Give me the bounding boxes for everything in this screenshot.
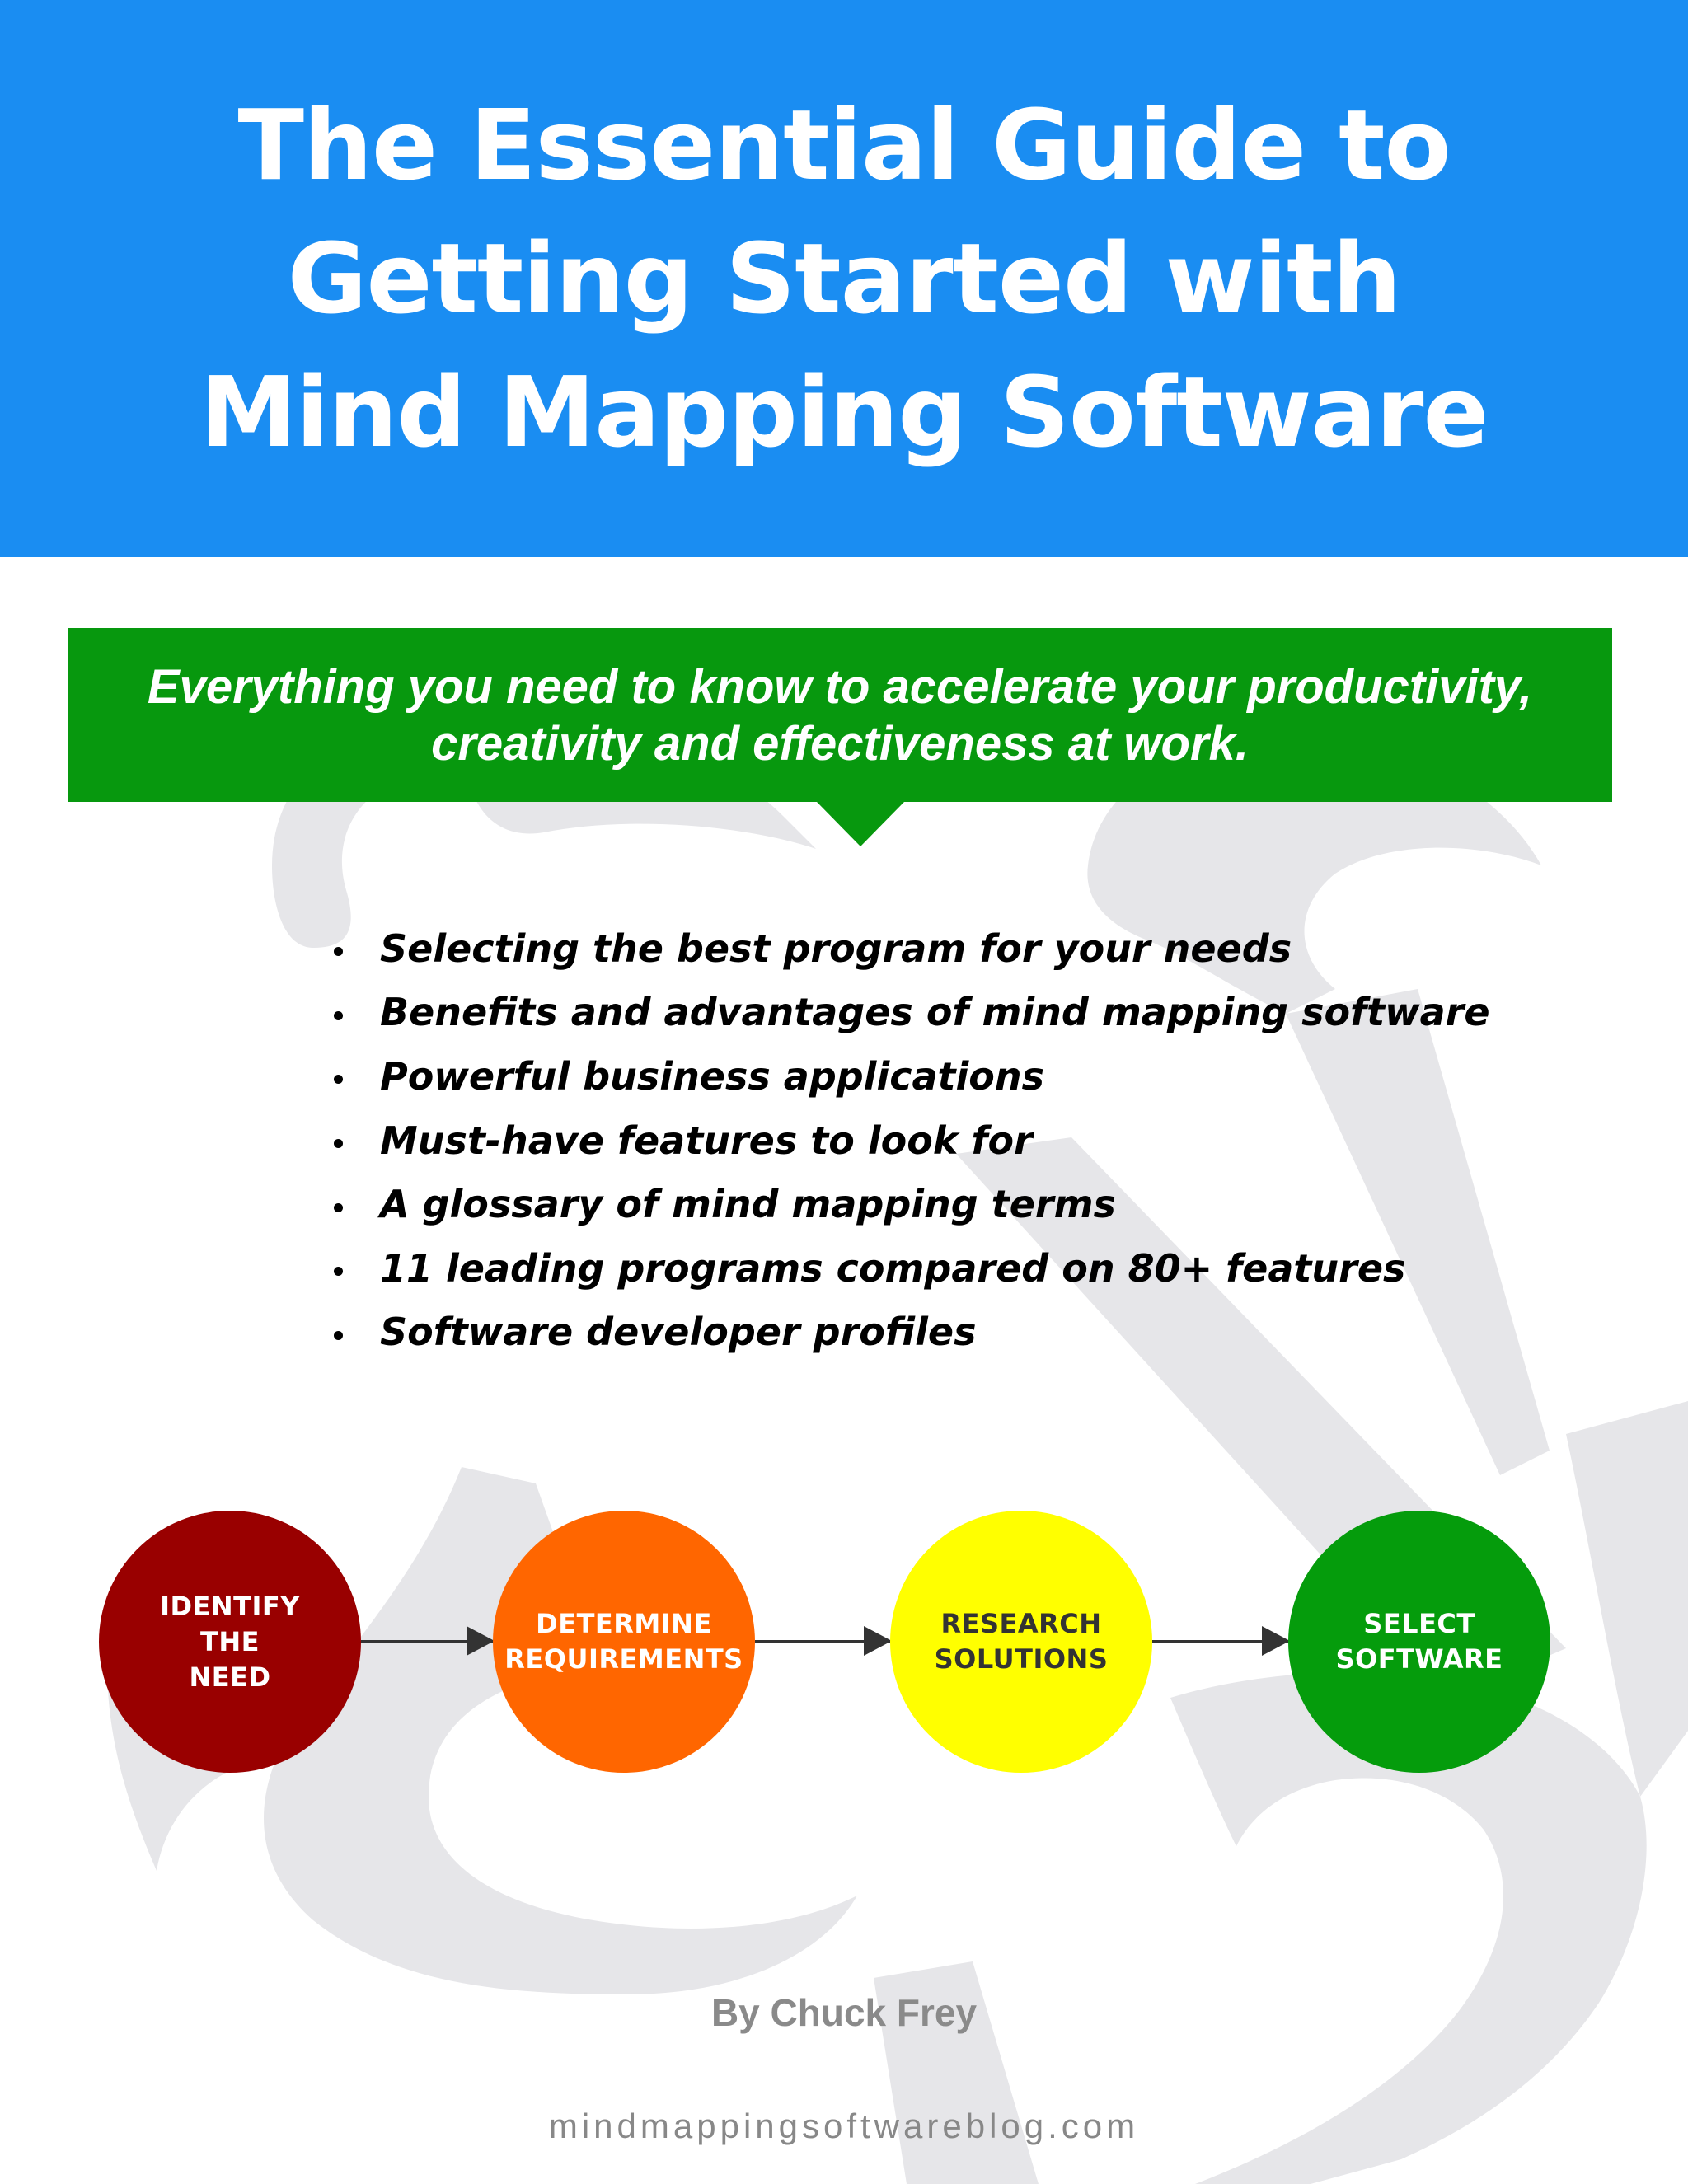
subtitle-line-1: Everything you need to know to accelerat… xyxy=(147,659,1533,714)
website-url: mindmappingsoftwareblog.com xyxy=(548,2107,1140,2145)
bullet-icon xyxy=(334,947,343,957)
step-circle-determine-requirements: DETERMINE REQUIREMENTS xyxy=(493,1511,755,1773)
list-item-text: Selecting the best program for your need… xyxy=(380,926,1292,971)
list-item-text: Powerful business applications xyxy=(380,1053,1045,1099)
list-item-text: Software developer profiles xyxy=(380,1310,977,1355)
author-byline: By Chuck Frey xyxy=(710,1991,978,2034)
step-circle-research-solutions: RESEARCH SOLUTIONS xyxy=(890,1511,1152,1773)
list-item: 11 leading programs compared on 80+ feat… xyxy=(326,1236,1490,1301)
step-label: IDENTIFY THE NEED xyxy=(160,1590,300,1693)
step-label: SELECT SOFTWARE xyxy=(1335,1608,1503,1675)
step-label: RESEARCH SOLUTIONS xyxy=(934,1608,1109,1675)
list-item: Benefits and advantages of mind mapping … xyxy=(326,981,1490,1045)
subtitle-banner: Everything you need to know to accelerat… xyxy=(68,628,1612,802)
list-item: Selecting the best program for your need… xyxy=(326,916,1490,981)
list-item: Software developer profiles xyxy=(326,1301,1490,1365)
page-title-line-3: Mind Mapping Software xyxy=(199,355,1489,469)
page-title-line-1: The Essential Guide to xyxy=(237,88,1451,202)
bullet-icon xyxy=(334,1010,343,1020)
list-item-text: 11 leading programs compared on 80+ feat… xyxy=(380,1245,1406,1291)
list-item: Must-have features to look for xyxy=(326,1108,1490,1173)
step-label: DETERMINE REQUIREMENTS xyxy=(504,1608,743,1675)
list-item-text: Must-have features to look for xyxy=(380,1118,1033,1163)
bullet-icon xyxy=(334,1075,343,1085)
step-circle-select-software: SELECT SOFTWARE xyxy=(1288,1511,1550,1773)
bullet-icon xyxy=(334,1202,343,1212)
bullet-icon xyxy=(334,1139,343,1149)
step-circle-identify-need: IDENTIFY THE NEED xyxy=(99,1511,361,1773)
bullet-icon xyxy=(334,1267,343,1277)
list-item-text: A glossary of mind mapping terms xyxy=(380,1182,1116,1227)
subtitle-banner-pointer xyxy=(817,802,904,846)
page-title-line-2: Getting Started with xyxy=(287,222,1402,335)
list-item: Powerful business applications xyxy=(326,1044,1490,1108)
feature-list: Selecting the best program for your need… xyxy=(326,916,1490,1364)
list-item: A glossary of mind mapping terms xyxy=(326,1172,1490,1236)
subtitle-line-2: creativity and effectiveness at work. xyxy=(431,716,1249,771)
header-banner: The Essential Guide to Getting Started w… xyxy=(0,0,1688,557)
bullet-icon xyxy=(334,1330,343,1340)
list-item-text: Benefits and advantages of mind mapping … xyxy=(380,990,1490,1035)
